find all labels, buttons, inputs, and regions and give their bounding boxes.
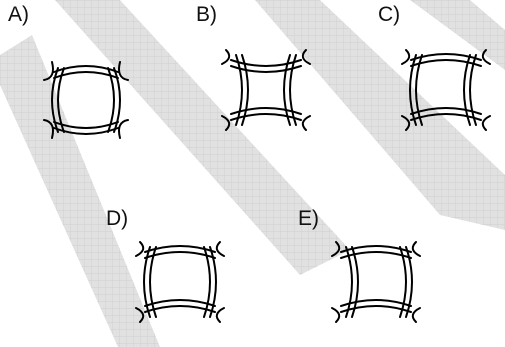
- option-b-label[interactable]: B): [196, 3, 217, 26]
- figure-e: [331, 241, 421, 323]
- watermark-band-right: [255, 0, 505, 230]
- figure-c: [401, 49, 491, 131]
- option-d-label[interactable]: D): [106, 207, 129, 230]
- figure-a: [43, 61, 129, 139]
- option-e-label[interactable]: E): [298, 207, 319, 230]
- option-c-label[interactable]: C): [378, 3, 401, 26]
- figure-d: [135, 241, 225, 323]
- figure-b: [221, 49, 311, 131]
- watermark-band-diagonal: [55, 0, 350, 275]
- option-a-label[interactable]: A): [8, 3, 29, 26]
- watermark-band-corner: [410, 0, 505, 70]
- watermark-band-left: [0, 35, 160, 347]
